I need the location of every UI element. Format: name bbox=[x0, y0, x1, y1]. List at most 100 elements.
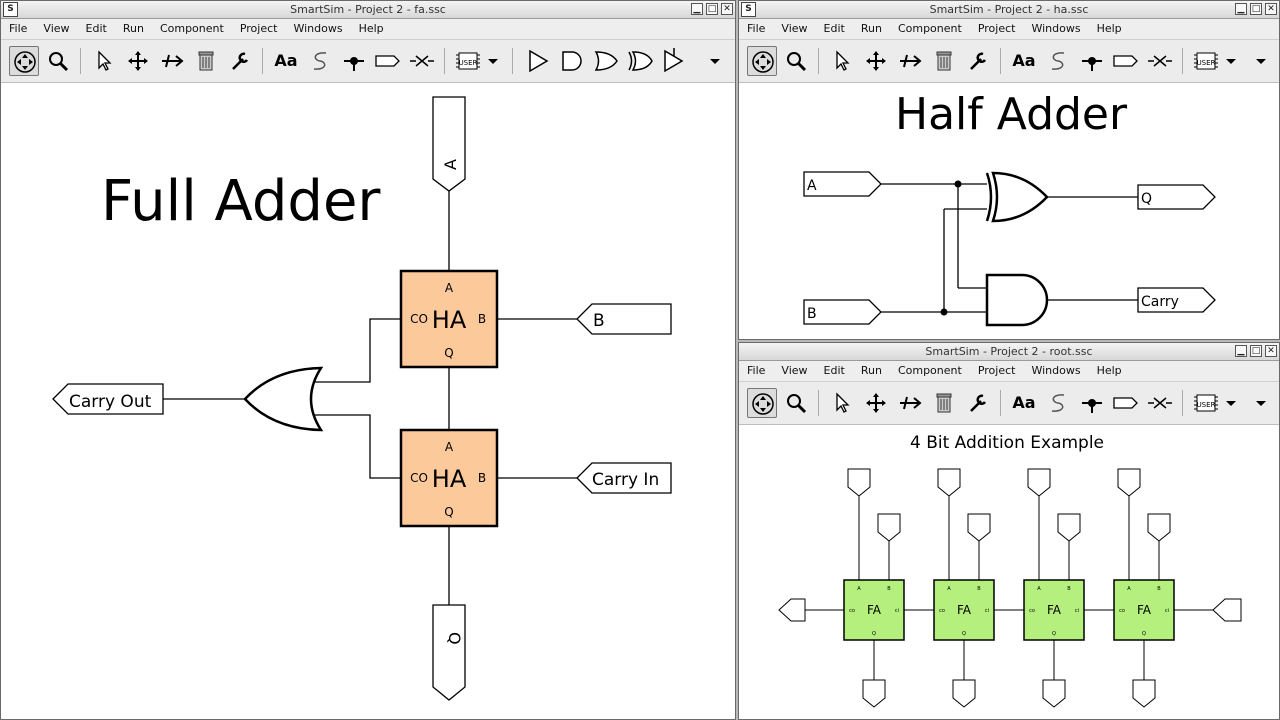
menu-windows[interactable]: Windows bbox=[293, 22, 343, 35]
text-tool-icon[interactable]: Aa bbox=[274, 51, 298, 70]
input-a-port[interactable] bbox=[432, 96, 466, 192]
fa-output-q-port[interactable] bbox=[1132, 679, 1156, 708]
menu-project[interactable]: Project bbox=[977, 364, 1016, 377]
curve-tool-icon[interactable] bbox=[1043, 388, 1073, 418]
fa-input-b-port[interactable] bbox=[1057, 513, 1081, 542]
label-tool-icon[interactable] bbox=[373, 46, 403, 76]
output-carry-out-port[interactable] bbox=[52, 383, 164, 415]
or-gate[interactable] bbox=[243, 366, 324, 432]
menu-run[interactable]: Run bbox=[122, 22, 144, 35]
fa-canvas[interactable]: Full Adder A A HA CO B Q bbox=[1, 83, 735, 719]
label-tool-icon[interactable] bbox=[1111, 388, 1141, 418]
menu-run[interactable]: Run bbox=[860, 364, 882, 377]
root-titlebar[interactable]: SmartSim - Project 2 - root.ssc ▁ □ ✕ bbox=[739, 343, 1279, 361]
menu-project[interactable]: Project bbox=[977, 22, 1016, 35]
pan-tool-icon[interactable] bbox=[9, 46, 39, 76]
tunnel-icon[interactable] bbox=[1145, 388, 1175, 418]
maximize-button[interactable]: □ bbox=[706, 3, 718, 15]
and-gate[interactable] bbox=[985, 273, 1049, 327]
full-adder-block[interactable] bbox=[1113, 579, 1175, 641]
wrench-icon[interactable] bbox=[963, 388, 993, 418]
half-adder-block-2[interactable] bbox=[399, 428, 499, 528]
fa-titlebar[interactable]: S SmartSim - Project 2 - fa.ssc ▁ □ ✕ bbox=[1, 1, 735, 19]
full-adder-block[interactable] bbox=[933, 579, 995, 641]
menu-help[interactable]: Help bbox=[358, 22, 384, 35]
menu-edit[interactable]: Edit bbox=[823, 364, 845, 377]
fa-input-b-port[interactable] bbox=[1147, 513, 1171, 542]
user-dropdown-arrow-icon[interactable] bbox=[483, 46, 503, 76]
menu-help[interactable]: Help bbox=[1096, 22, 1122, 35]
minimize-button[interactable]: ▁ bbox=[1235, 3, 1247, 15]
menu-windows[interactable]: Windows bbox=[1031, 22, 1081, 35]
close-button[interactable]: ✕ bbox=[1265, 345, 1277, 357]
trash-icon[interactable] bbox=[929, 46, 959, 76]
menu-view[interactable]: View bbox=[43, 22, 70, 35]
select-cursor-icon[interactable] bbox=[89, 46, 119, 76]
junction-icon[interactable] bbox=[1077, 46, 1107, 76]
wire-tool-icon[interactable] bbox=[157, 46, 187, 76]
select-cursor-icon[interactable] bbox=[827, 46, 857, 76]
wire-tool-icon[interactable] bbox=[895, 46, 925, 76]
menu-edit[interactable]: Edit bbox=[823, 22, 845, 35]
ha-output-q-port[interactable] bbox=[1137, 184, 1216, 210]
curve-tool-icon[interactable] bbox=[305, 46, 335, 76]
buffer-gate-icon[interactable] bbox=[523, 46, 553, 76]
output-q-port[interactable] bbox=[432, 604, 466, 701]
junction-icon[interactable] bbox=[1077, 388, 1107, 418]
text-tool-icon[interactable]: Aa bbox=[1012, 393, 1036, 412]
trash-icon[interactable] bbox=[191, 46, 221, 76]
and-gate-icon[interactable] bbox=[557, 46, 587, 76]
wrench-icon[interactable] bbox=[225, 46, 255, 76]
close-button[interactable]: ✕ bbox=[721, 3, 733, 15]
toolbar-overflow-arrow-icon[interactable] bbox=[1251, 388, 1271, 418]
move-icon[interactable] bbox=[861, 388, 891, 418]
move-icon[interactable] bbox=[861, 46, 891, 76]
menu-project[interactable]: Project bbox=[239, 22, 278, 35]
fa-output-q-port[interactable] bbox=[1042, 679, 1066, 708]
close-button[interactable]: ✕ bbox=[1265, 3, 1277, 15]
junction-icon[interactable] bbox=[339, 46, 369, 76]
menu-component[interactable]: Component bbox=[897, 364, 962, 377]
zoom-icon[interactable] bbox=[781, 46, 811, 76]
tunnel-icon[interactable] bbox=[1145, 46, 1175, 76]
tristate-gate-icon[interactable] bbox=[659, 46, 689, 76]
user-component-icon[interactable]: USER bbox=[1191, 46, 1221, 76]
fa-input-a-port[interactable] bbox=[937, 468, 961, 497]
ha-canvas[interactable]: Half Adder A B bbox=[739, 83, 1279, 339]
ha-input-a-port[interactable] bbox=[803, 171, 882, 197]
fa-input-a-port[interactable] bbox=[847, 468, 871, 497]
fa-input-b-port[interactable] bbox=[877, 513, 901, 542]
menu-file[interactable]: File bbox=[747, 364, 766, 377]
minimize-button[interactable]: ▁ bbox=[691, 3, 703, 15]
menu-component[interactable]: Component bbox=[159, 22, 224, 35]
fa-output-q-port[interactable] bbox=[952, 679, 976, 708]
user-dropdown-arrow-icon[interactable] bbox=[1221, 388, 1241, 418]
fa-input-a-port[interactable] bbox=[1117, 468, 1141, 497]
carry-in-port[interactable] bbox=[1212, 598, 1242, 622]
xor-gate[interactable] bbox=[991, 171, 1049, 223]
menu-component[interactable]: Component bbox=[897, 22, 962, 35]
ha-output-carry-port[interactable] bbox=[1137, 287, 1216, 313]
wrench-icon[interactable] bbox=[963, 46, 993, 76]
move-icon[interactable] bbox=[123, 46, 153, 76]
maximize-button[interactable]: □ bbox=[1250, 3, 1262, 15]
menu-file[interactable]: File bbox=[747, 22, 766, 35]
minimize-button[interactable]: ▁ bbox=[1235, 345, 1247, 357]
zoom-icon[interactable] bbox=[43, 46, 73, 76]
pan-tool-icon[interactable] bbox=[747, 388, 777, 418]
menu-run[interactable]: Run bbox=[860, 22, 882, 35]
menu-view[interactable]: View bbox=[781, 22, 808, 35]
input-carry-in-port[interactable] bbox=[576, 462, 672, 494]
label-tool-icon[interactable] bbox=[1111, 46, 1141, 76]
xor-gate-icon[interactable] bbox=[625, 46, 655, 76]
pan-tool-icon[interactable] bbox=[747, 46, 777, 76]
half-adder-block-1[interactable] bbox=[399, 269, 499, 369]
trash-icon[interactable] bbox=[929, 388, 959, 418]
menu-view[interactable]: View bbox=[781, 364, 808, 377]
zoom-icon[interactable] bbox=[781, 388, 811, 418]
input-b-port[interactable] bbox=[576, 303, 672, 335]
maximize-button[interactable]: □ bbox=[1250, 345, 1262, 357]
ha-input-b-port[interactable] bbox=[803, 299, 882, 325]
carry-out-port[interactable] bbox=[778, 598, 806, 622]
